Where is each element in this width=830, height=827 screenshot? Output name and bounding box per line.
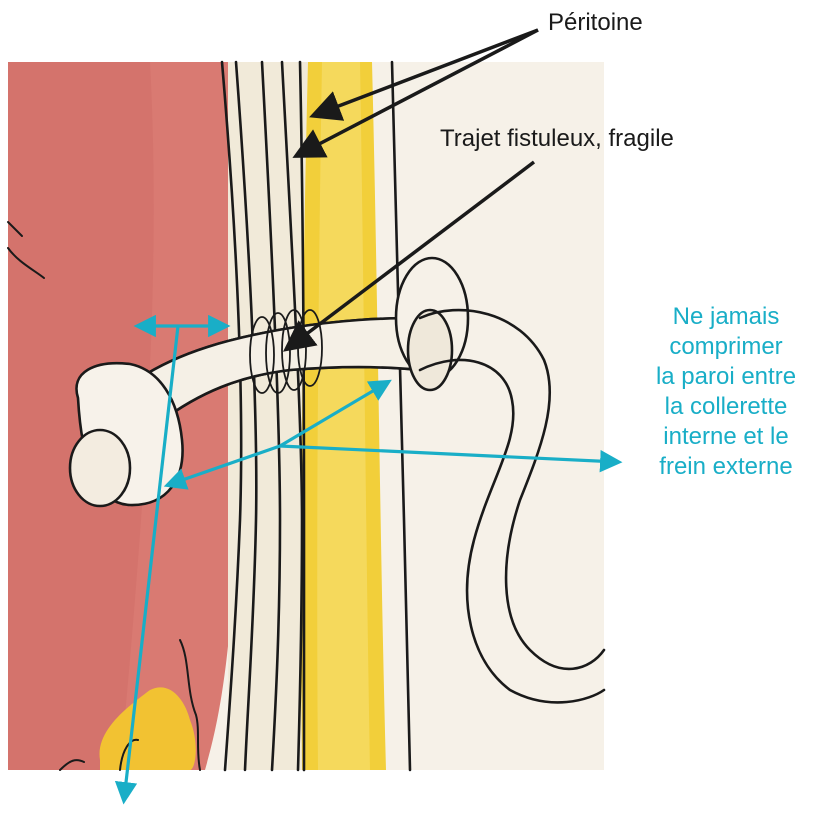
warning-line-3: la paroi entre <box>626 362 826 392</box>
warning-line-1: Ne jamais <box>626 302 826 332</box>
label-trajet-fistuleux: Trajet fistuleux, fragile <box>440 124 760 154</box>
warning-line-5: interne et le <box>626 422 826 452</box>
warning-line-6: frein externe <box>626 452 826 482</box>
label-peritoine: Péritoine <box>548 8 728 38</box>
warning-line-2: comprimer <box>626 332 826 362</box>
warning-note: Ne jamais comprimer la paroi entre la co… <box>626 302 826 482</box>
warning-line-4: la collerette <box>626 392 826 422</box>
